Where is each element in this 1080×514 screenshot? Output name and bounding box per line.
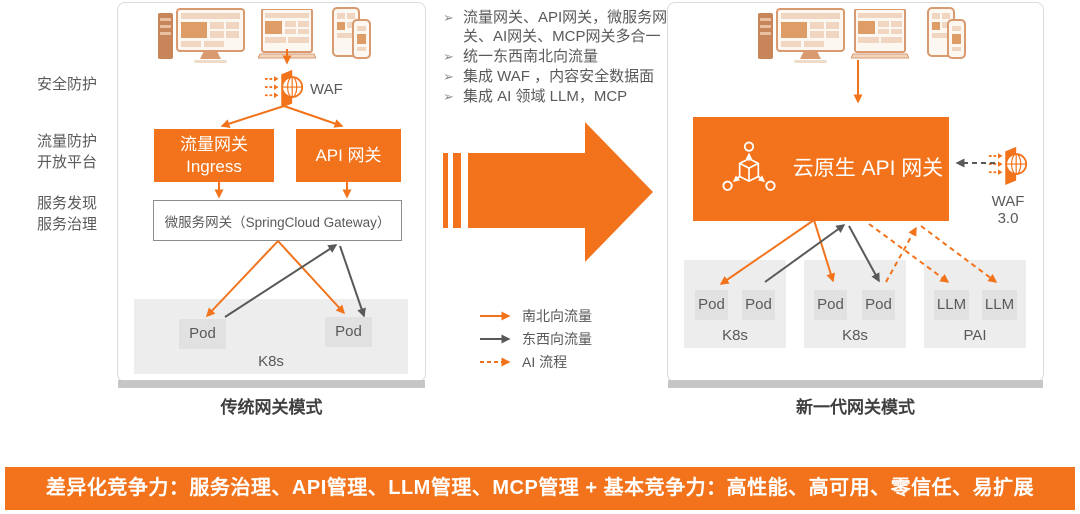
bullet-arrow-icon: ➢ [443, 69, 454, 84]
legend-label: AI 流程 [522, 353, 568, 370]
cluster-title: PAI [963, 327, 987, 344]
cloud-native-gateway-label: 云原生 API 网关 [792, 157, 944, 180]
legend-row-north-south: 南北向流量 [479, 306, 592, 325]
orange-solid-arrow-icon [480, 311, 511, 320]
waf3-label: WAF 3.0 [991, 193, 1025, 227]
api-gateway-label: API 网关 [315, 145, 382, 165]
pod-node: Pod [742, 290, 775, 320]
cluster-title: K8s [722, 327, 748, 344]
pod-node: Pod [862, 290, 895, 320]
traffic-gateway-line1: 流量网关 [180, 134, 248, 154]
tablet-phone-icon [332, 7, 371, 59]
bullet-text: 集成 WAF ，内容安全数据面 [463, 68, 655, 85]
bullet-text: 集成 AI 领域 LLM，MCP [463, 88, 628, 105]
row-label-line: 服务治理 [37, 216, 98, 233]
row-label-service: 服务发现 服务治理 [37, 193, 97, 235]
transition-arrow [443, 122, 653, 262]
new-gateway-panel: 云原生 API 网关 WAF 3.0 Pod Pod K8s Pod Pod K… [667, 2, 1044, 382]
microservice-gateway-box: 微服务网关（SpringCloud Gateway） [153, 200, 402, 241]
llm-node: LLM [982, 290, 1017, 320]
cluster-title: K8s [842, 327, 868, 344]
tablet-phone-icon [927, 7, 966, 59]
laptop-icon [258, 9, 316, 59]
waf-icon [264, 69, 304, 108]
microservice-gateway-label: 微服务网关（SpringCloud Gateway） [164, 214, 391, 230]
bullet-item: ➢ 集成 WAF ，内容安全数据面 [443, 67, 679, 86]
bullet-arrow-icon: ➢ [443, 89, 454, 104]
pod-node: Pod [814, 290, 847, 320]
traffic-gateway-line2: Ingress [186, 156, 242, 176]
waf-label: WAF [310, 81, 343, 98]
row-label-line: 安全防护 [37, 76, 98, 93]
cloud-native-gateway-box: 云原生 API 网关 [693, 117, 949, 221]
legend-row-east-west: 东西向流量 [479, 329, 592, 348]
bullet-item: ➢ 统一东西南北向流量 [443, 47, 679, 66]
left-caption: 传统网关模式 [220, 398, 323, 417]
server-desktop-icon [158, 8, 245, 63]
api-gateway-box: API 网关 [296, 129, 401, 182]
server-desktop-icon [758, 8, 845, 63]
feature-bullets: ➢ 流量网关、API网关，微服务网关、AI网关、MCP网关多合一 ➢ 统一东西南… [443, 8, 679, 107]
north-south-arrow [220, 105, 285, 128]
waf3-icon [988, 146, 1028, 185]
row-label-line: 流量防护 [37, 133, 98, 150]
cluster-title: K8s [258, 353, 284, 370]
bullet-text: 流量网关、API网关，微服务网关、AI网关、MCP网关多合一 [463, 9, 668, 45]
pod-node: Pod [179, 319, 226, 349]
north-south-arrow [283, 105, 344, 128]
legend-label: 东西向流量 [522, 330, 592, 347]
row-label-line: 开放平台 [37, 154, 98, 171]
left-panel-shadow [118, 380, 425, 388]
row-label-traffic: 流量防护 开放平台 [37, 131, 97, 173]
legend-label: 南北向流量 [522, 307, 592, 324]
bullet-item: ➢ 集成 AI 领域 LLM，MCP [443, 87, 679, 106]
gray-solid-arrow-icon [480, 334, 511, 343]
bullet-arrow-icon: ➢ [443, 10, 454, 25]
cube-distribution-icon [722, 141, 776, 191]
k8s-cluster-2: Pod Pod K8s [804, 260, 906, 348]
k8s-cluster-1: Pod Pod K8s [684, 260, 786, 348]
llm-node: LLM [934, 290, 969, 320]
bullet-text: 统一东西南北向流量 [463, 48, 599, 65]
legend-row-ai-flow: AI 流程 [479, 352, 592, 371]
laptop-icon [851, 9, 909, 59]
pai-cluster: LLM LLM PAI [924, 260, 1026, 348]
bullet-arrow-icon: ➢ [443, 49, 454, 64]
orange-dashed-arrow-icon [480, 357, 511, 366]
legend: 南北向流量 东西向流量 AI 流程 [479, 306, 592, 375]
right-caption: 新一代网关模式 [796, 398, 915, 417]
traditional-gateway-panel: WAF 流量网关 Ingress API 网关 微服务网关（SpringClou… [117, 2, 426, 382]
row-label-line: 服务发现 [37, 195, 98, 212]
k8s-cluster-left: Pod Pod K8s [134, 299, 408, 374]
pod-node: Pod [325, 317, 372, 347]
pod-node: Pod [695, 290, 728, 320]
competitiveness-banner: 差异化竞争力：服务治理、API管理、LLM管理、MCP管理 + 基本竞争力：高性… [5, 467, 1075, 510]
bullet-item: ➢ 流量网关、API网关，微服务网关、AI网关、MCP网关多合一 [443, 8, 679, 46]
row-label-security: 安全防护 [37, 74, 97, 95]
right-panel-shadow [668, 380, 1043, 388]
traffic-gateway-box: 流量网关 Ingress [154, 129, 274, 182]
